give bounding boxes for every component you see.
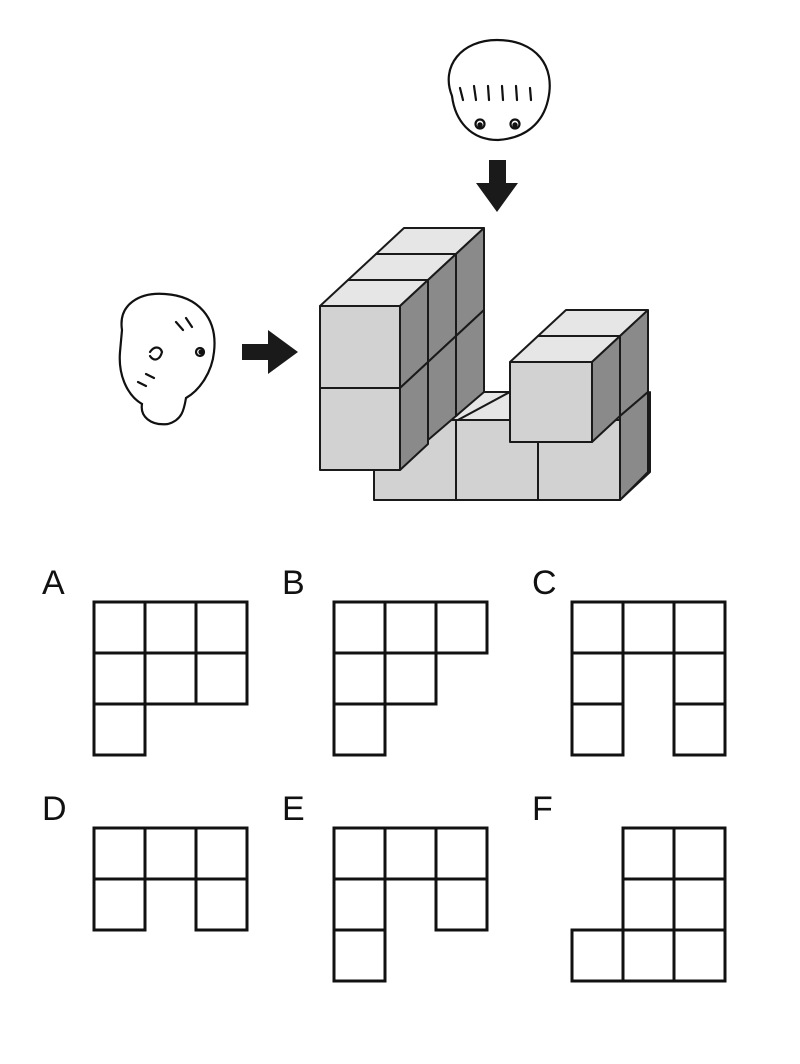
grid-cell xyxy=(194,877,249,932)
grid-cell xyxy=(434,826,489,881)
grid-cell xyxy=(570,702,625,757)
right-side-lower xyxy=(619,391,649,501)
grid-cell xyxy=(434,600,489,655)
option-label-a: A xyxy=(42,564,65,602)
grid-cell xyxy=(621,928,676,983)
grid-cell xyxy=(672,702,727,757)
right-arrow-icon xyxy=(242,330,298,374)
option-grid-b[interactable] xyxy=(332,600,489,757)
grid-cell xyxy=(332,600,387,655)
tower-side xyxy=(455,309,485,417)
grid-cell xyxy=(332,928,387,983)
tower-side xyxy=(399,361,429,471)
grid-cell xyxy=(143,826,198,881)
child-head-icon-side xyxy=(118,292,216,426)
grid-cell xyxy=(621,826,676,881)
grid-cell xyxy=(92,826,147,881)
grid-cell xyxy=(672,600,727,655)
grid-cell xyxy=(143,651,198,706)
grid-cell xyxy=(621,877,676,932)
grid-cell xyxy=(92,651,147,706)
grid-cell xyxy=(570,600,625,655)
grid-cell xyxy=(194,826,249,881)
grid-cell xyxy=(332,826,387,881)
grid-cell xyxy=(621,600,676,655)
option-grid-e[interactable] xyxy=(332,826,489,983)
cube-structure xyxy=(319,227,651,501)
option-label-f: F xyxy=(532,790,553,828)
grid-cell xyxy=(332,651,387,706)
down-arrow-icon xyxy=(476,160,518,212)
grid-cell xyxy=(383,826,438,881)
option-label-d: D xyxy=(42,790,67,828)
grid-cell xyxy=(194,651,249,706)
grid-cell xyxy=(92,702,147,757)
grid-cell xyxy=(92,600,147,655)
grid-cell xyxy=(332,877,387,932)
grid-cell xyxy=(672,877,727,932)
option-label-b: B xyxy=(282,564,305,602)
grid-cell xyxy=(332,702,387,757)
grid-cell xyxy=(92,877,147,932)
grid-cell xyxy=(672,651,727,706)
option-grid-a[interactable] xyxy=(92,600,249,757)
grid-cell xyxy=(194,600,249,655)
option-label-e: E xyxy=(282,790,305,828)
grid-cell xyxy=(383,651,438,706)
option-label-c: C xyxy=(532,564,557,602)
grid-cell xyxy=(143,600,198,655)
option-grid-c[interactable] xyxy=(570,600,727,757)
grid-cell xyxy=(434,877,489,932)
option-grid-f[interactable] xyxy=(570,826,727,983)
option-grid-d[interactable] xyxy=(92,826,249,932)
child-head-icon-top xyxy=(447,38,551,142)
grid-cell xyxy=(672,826,727,881)
grid-cell xyxy=(570,651,625,706)
grid-cell xyxy=(570,928,625,983)
grid-cell xyxy=(672,928,727,983)
grid-cell xyxy=(383,600,438,655)
